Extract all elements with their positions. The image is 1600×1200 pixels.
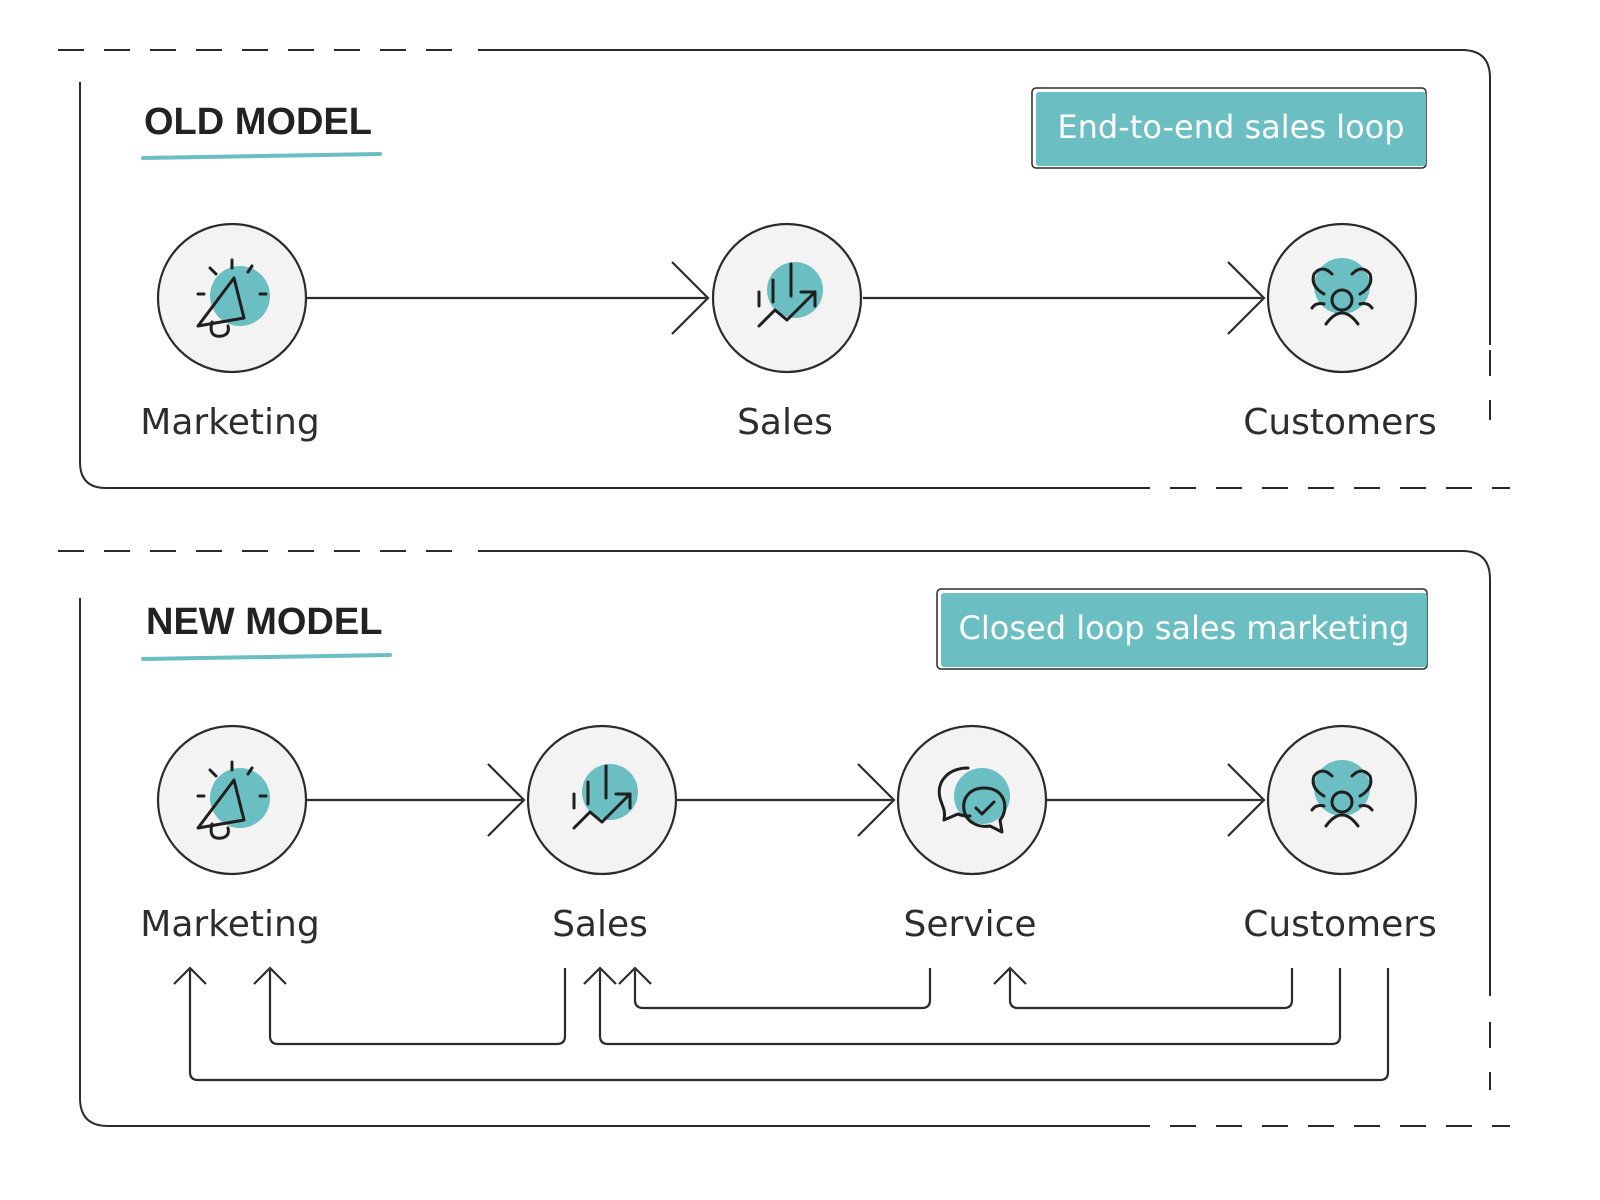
feedback-loops bbox=[173, 966, 1390, 1082]
feedback-arrow-service-sales bbox=[633, 968, 932, 1010]
node-label: Marketing bbox=[140, 402, 319, 443]
node-sales: Sales bbox=[711, 222, 863, 443]
feedback-arrow-customers-service bbox=[1008, 968, 1294, 1010]
arrowhead bbox=[1227, 763, 1266, 837]
feedback-arrow-customers-sales bbox=[598, 968, 1342, 1046]
arrowhead bbox=[857, 763, 896, 837]
node-label: Customers bbox=[1243, 402, 1437, 443]
node-label: Marketing bbox=[140, 904, 319, 945]
title-underline bbox=[141, 152, 382, 160]
node-label: Sales bbox=[737, 402, 833, 443]
title-underline bbox=[141, 653, 392, 661]
new-model-badge-text: Closed loop sales marketing bbox=[959, 609, 1410, 647]
node-customers: Customers bbox=[1243, 222, 1437, 443]
arrowhead bbox=[583, 966, 617, 985]
node-marketing: Marketing bbox=[140, 222, 320, 443]
node-label: Sales bbox=[552, 904, 648, 945]
new-model-panel: NEW MODEL Closed loop sales marketing Ma… bbox=[58, 550, 1510, 1127]
feedback-arrow-customers-marketing bbox=[188, 968, 1390, 1082]
feedback-arrow-sales-marketing bbox=[268, 968, 567, 1046]
node-label: Service bbox=[903, 904, 1036, 945]
new-model-title: NEW MODEL bbox=[146, 601, 382, 643]
arrowhead bbox=[671, 261, 710, 335]
arrowhead bbox=[993, 966, 1027, 985]
new-model-badge: Closed loop sales marketing bbox=[936, 588, 1428, 670]
arrowhead bbox=[173, 966, 207, 985]
arrowhead bbox=[1227, 261, 1266, 335]
old-model-badge: End-to-end sales loop bbox=[1031, 87, 1427, 169]
node-customers: Customers bbox=[1243, 724, 1437, 945]
arrowhead bbox=[253, 966, 287, 985]
node-service: Service bbox=[896, 724, 1048, 945]
arrowhead bbox=[487, 763, 526, 837]
node-sales: Sales bbox=[526, 724, 678, 945]
node-label: Customers bbox=[1243, 904, 1437, 945]
old-model-badge-text: End-to-end sales loop bbox=[1057, 108, 1404, 146]
old-model-title: OLD MODEL bbox=[144, 101, 372, 143]
arrowhead bbox=[618, 966, 652, 985]
node-marketing: Marketing bbox=[140, 724, 320, 945]
old-model-panel: OLD MODEL End-to-end sales loop Marketin… bbox=[58, 49, 1510, 489]
